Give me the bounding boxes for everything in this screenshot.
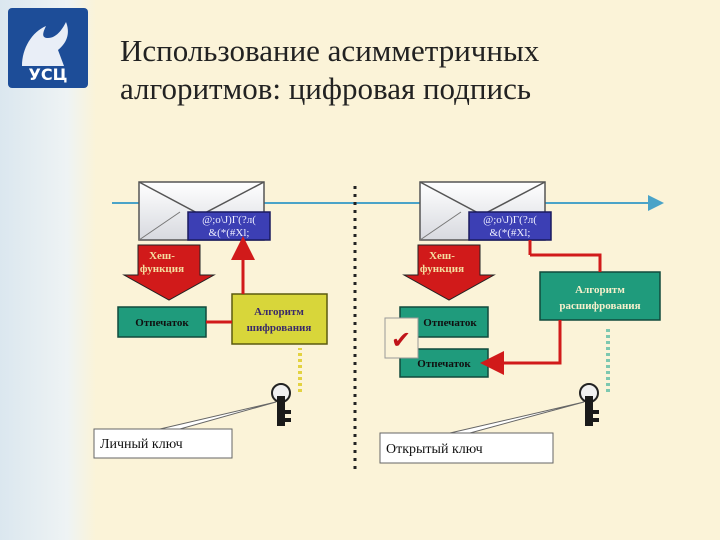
right-hash-arrow: Хеш- функция xyxy=(402,244,496,301)
right-algorithm-line-1: Алгоритм xyxy=(575,284,625,296)
right-digest-box-bottom: Отпечаток xyxy=(399,348,489,378)
right-signature-to-algorithm-line xyxy=(530,253,602,272)
right-digest-bottom-label: Отпечаток xyxy=(417,358,471,370)
left-digest-label: Отпечаток xyxy=(135,317,189,329)
left-key-icon xyxy=(271,383,291,426)
left-signature-line-2: &(*(#Xl; xyxy=(209,227,250,239)
right-key-callout: Открытый ключ xyxy=(379,401,585,464)
left-key-callout: Личный ключ xyxy=(93,401,277,459)
right-digest-top-label: Отпечаток xyxy=(423,317,477,329)
slide-title: Использование асимметричных алгоритмов: … xyxy=(110,32,680,108)
right-algorithm-to-digest-line xyxy=(480,320,562,375)
left-hash-arrow: Хеш- функция xyxy=(122,244,216,301)
left-algorithm-line-1: Алгоритм xyxy=(254,306,304,318)
right-hash-line-2: функция xyxy=(420,263,464,275)
right-signature-line-2: &(*(#Xl; xyxy=(490,227,531,239)
left-hash-line-1: Хеш- xyxy=(149,250,175,262)
sidebar-background xyxy=(0,0,96,540)
left-encryption-box: Алгоритм шифрования xyxy=(231,293,328,345)
title-line-1: Использование асимметричных xyxy=(120,33,540,68)
right-decryption-box: Алгоритм расшифрования xyxy=(539,271,661,321)
check-glyph: ✔ xyxy=(391,326,411,354)
right-hash-line-1: Хеш- xyxy=(429,250,455,262)
left-signature-box: @;о\J)Г(?л( &(*(#Xl; xyxy=(187,211,271,241)
left-key-label: Личный ключ xyxy=(100,437,183,452)
left-digest-box: Отпечаток xyxy=(117,306,207,338)
right-algorithm-line-2: расшифрования xyxy=(559,300,640,312)
left-signature-line-1: @;о\J)Г(?л( xyxy=(202,214,256,226)
organization-logo: УСЦ xyxy=(8,8,88,88)
right-signature-line-1: @;о\J)Г(?л( xyxy=(483,214,537,226)
right-key-icon xyxy=(579,383,599,426)
left-hash-line-2: функция xyxy=(140,263,184,275)
right-key-label: Открытый ключ xyxy=(386,442,483,457)
right-signature-box: @;о\J)Г(?л( &(*(#Xl; xyxy=(468,211,552,241)
title-line-2: алгоритмов: цифровая подпись xyxy=(120,71,532,106)
left-algorithm-line-2: шифрования xyxy=(247,322,312,334)
match-check-icon: ✔ xyxy=(384,317,419,359)
logo-text: УСЦ xyxy=(29,65,68,84)
